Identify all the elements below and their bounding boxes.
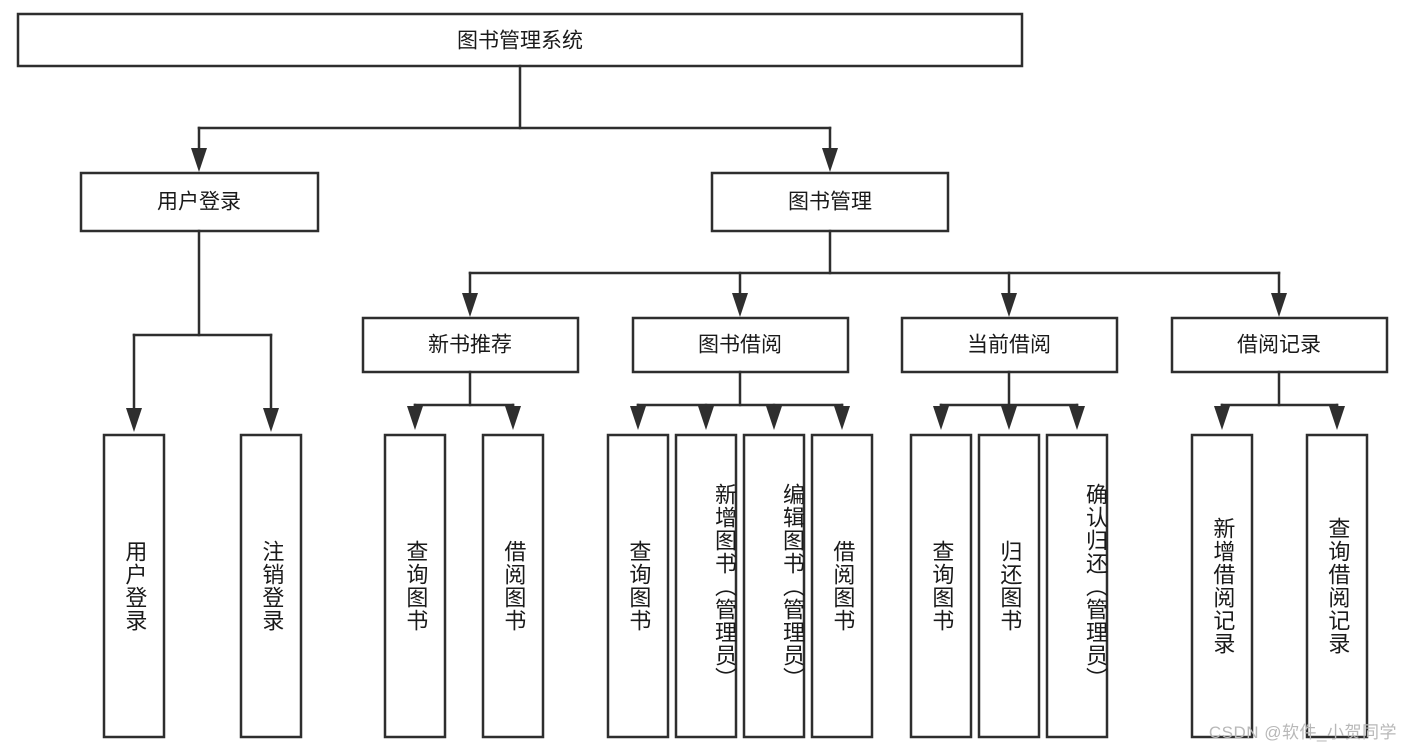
node-root[interactable]: 图书管理系统 <box>16 12 1024 68</box>
user-login-box-rect <box>79 171 320 233</box>
arrow-to-leaf-query-record <box>1329 406 1345 430</box>
user-login-box-label: 用户登录 <box>157 191 241 214</box>
leaf-box-borrow-book-2[interactable] <box>810 433 874 739</box>
root-box-rect <box>16 12 1024 68</box>
leaf-box-add-record[interactable] <box>1190 433 1254 739</box>
leaf-box-query-book-3[interactable] <box>909 433 973 739</box>
arrow-to-leaf-borrow-book-1 <box>505 406 521 430</box>
new-book-box-rect <box>361 316 580 374</box>
connector-user-login-to-leaves <box>126 229 279 432</box>
connector-current-borrow-to-leaves <box>933 370 1085 430</box>
arrow-to-user-login <box>191 148 207 172</box>
connector-root-to-level2 <box>191 64 838 172</box>
node-user-login[interactable]: 用户登录 <box>79 171 320 233</box>
arrow-to-book-borrow <box>732 293 748 317</box>
leaf-box-query-book-1[interactable] <box>383 433 447 739</box>
current-borrow-box-rect <box>900 316 1119 374</box>
leaf-box-user-login[interactable] <box>102 433 166 739</box>
connector-borrow-record-to-leaves <box>1214 370 1345 430</box>
arrow-to-leaf-add-book <box>698 406 714 430</box>
leaf-box-return-book[interactable] <box>977 433 1041 739</box>
leaf-box-edit-book[interactable] <box>742 433 806 739</box>
node-book-manage[interactable]: 图书管理 <box>710 171 950 233</box>
csdn-watermark: CSDN @软件_小贺同学 <box>1208 723 1397 742</box>
arrow-to-leaf-query-book-1 <box>407 406 423 430</box>
connector-new-book-to-leaves <box>407 370 521 430</box>
arrow-to-leaf-edit-book <box>766 406 782 430</box>
leaf-box-add-book[interactable] <box>674 433 738 739</box>
arrow-to-borrow-record <box>1271 293 1287 317</box>
arrow-to-leaf-add-record <box>1214 406 1230 430</box>
arrow-to-leaf-logout <box>263 408 279 432</box>
node-borrow-record[interactable]: 借阅记录 <box>1170 316 1389 374</box>
book-borrow-box-label: 图书借阅 <box>698 334 782 357</box>
leaf-box-query-record[interactable] <box>1305 433 1369 739</box>
borrow-record-box-label: 借阅记录 <box>1237 334 1321 357</box>
leaf-box-confirm-return[interactable] <box>1045 433 1109 739</box>
book-manage-box-label: 图书管理 <box>788 191 872 214</box>
root-box-label: 图书管理系统 <box>457 30 583 53</box>
connector-book-borrow-to-leaves <box>630 370 850 430</box>
connector-book-manage-to-level3 <box>462 229 1287 317</box>
leaf-box-borrow-book-1[interactable] <box>481 433 545 739</box>
arrow-to-book-manage <box>822 148 838 172</box>
node-book-borrow[interactable]: 图书借阅 <box>631 316 850 374</box>
arrow-to-leaf-confirm-return <box>1069 406 1085 430</box>
arrow-to-leaf-user-login <box>126 408 142 432</box>
arrow-to-current-borrow <box>1001 293 1017 317</box>
arrow-to-leaf-return-book <box>1001 406 1017 430</box>
leaf-box-query-book-2[interactable] <box>606 433 670 739</box>
current-borrow-box-label: 当前借阅 <box>967 334 1051 357</box>
arrow-to-leaf-query-book-3 <box>933 406 949 430</box>
node-current-borrow[interactable]: 当前借阅 <box>900 316 1119 374</box>
new-book-box-label: 新书推荐 <box>428 334 512 357</box>
arrow-to-leaf-query-book-2 <box>630 406 646 430</box>
leaf-box-logout[interactable] <box>239 433 303 739</box>
arrow-to-leaf-borrow-book-2 <box>834 406 850 430</box>
node-new-book-recommend[interactable]: 新书推荐 <box>361 316 580 374</box>
arrow-to-new-book <box>462 293 478 317</box>
